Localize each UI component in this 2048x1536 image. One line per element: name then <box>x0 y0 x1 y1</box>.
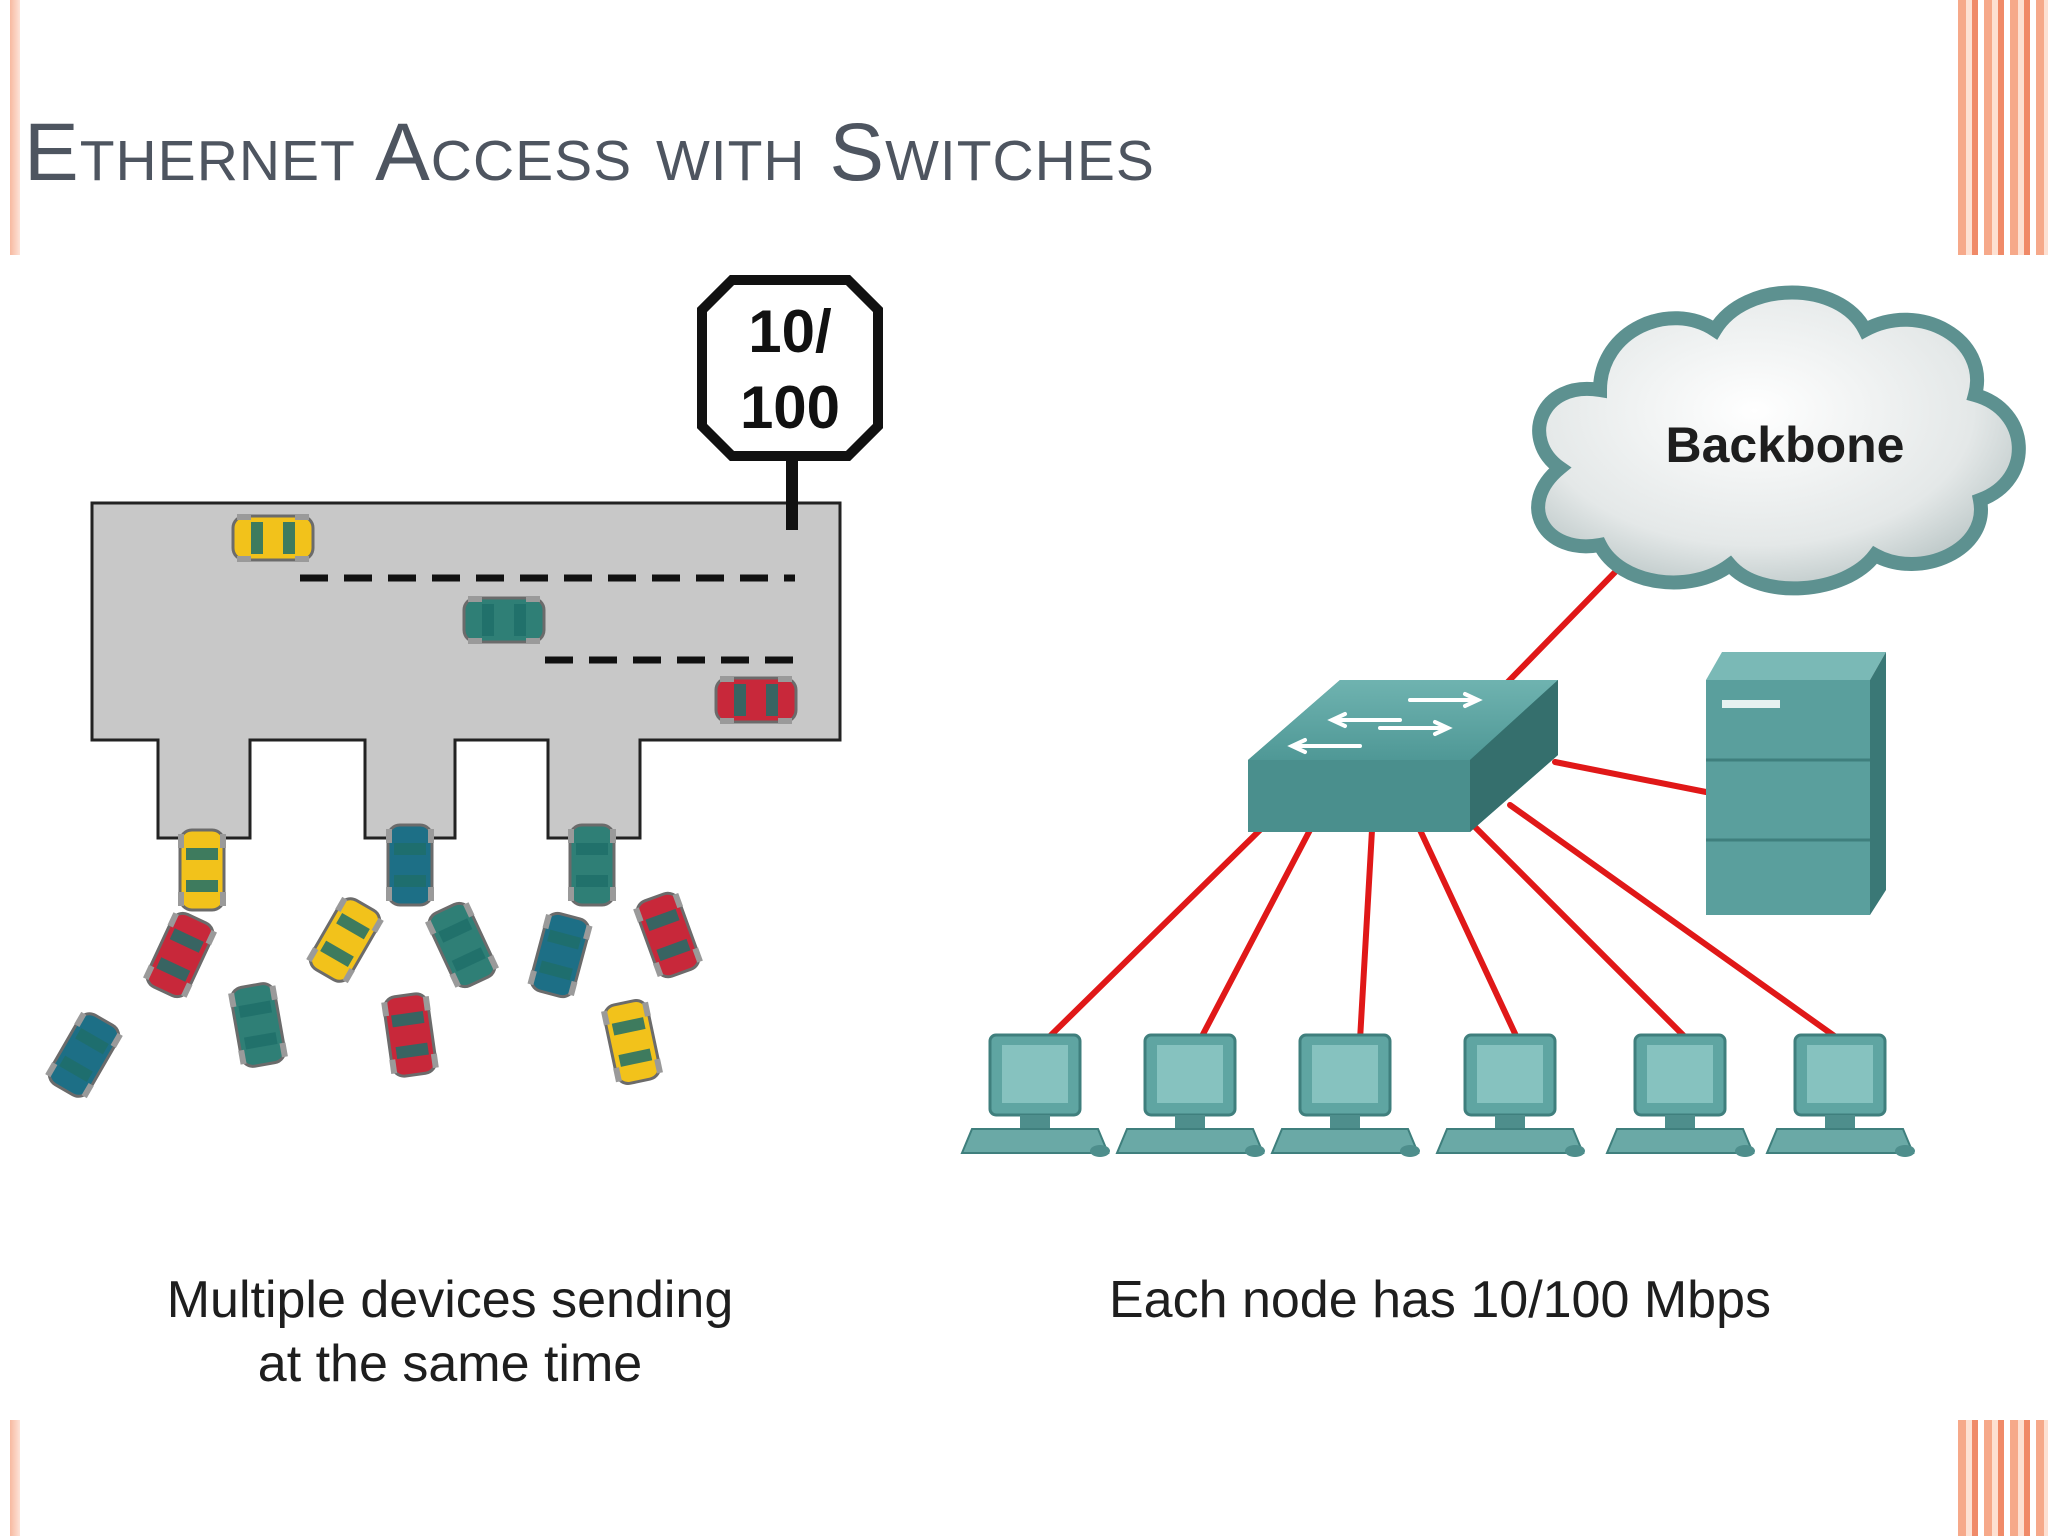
pc-node-3 <box>1270 1033 1422 1159</box>
accent-stripes-bottom-right <box>1958 1420 2048 1536</box>
car-green-queue-1 <box>566 823 618 907</box>
accent-bar-bottom-left <box>10 1420 20 1536</box>
car-yellow-queue-2 <box>302 891 388 989</box>
car-yellow-queue-3 <box>598 996 666 1088</box>
car-red-queue-3 <box>379 990 441 1080</box>
car-teal-queue-2 <box>524 908 596 1002</box>
pc-node-1 <box>960 1033 1112 1159</box>
pc-node-4 <box>1435 1033 1587 1159</box>
backbone-cloud: Backbone <box>1531 285 2026 596</box>
car-red-queue-2 <box>630 887 706 983</box>
pc-node-6 <box>1765 1033 1917 1159</box>
lane-dashes <box>300 574 795 664</box>
right-caption: Each node has 10/100 Mbps <box>1040 1268 1840 1332</box>
car-red-queue-1 <box>139 907 221 1003</box>
car-red-road <box>714 674 798 726</box>
server-tower <box>1706 652 1886 915</box>
car-green-queue-2 <box>421 897 503 993</box>
pc-node-5 <box>1605 1033 1757 1159</box>
car-yellow-road <box>231 512 315 564</box>
accent-stripes-top-right <box>1958 0 2048 255</box>
left-caption-line2: at the same time <box>257 1335 643 1393</box>
backbone-label: Backbone <box>1666 417 1905 473</box>
speed-limit-sign: 10/ 100 <box>697 275 883 530</box>
left-caption: Multiple devices sending at the same tim… <box>110 1268 790 1396</box>
car-green-road <box>462 594 546 646</box>
switch-device <box>1248 680 1558 832</box>
road-shape <box>90 501 842 840</box>
speed-sign-line2: 100 <box>740 374 840 441</box>
pc-node-2 <box>1115 1033 1267 1159</box>
car-yellow-queue-1 <box>176 828 228 912</box>
speed-sign-line1: 10/ <box>748 298 832 365</box>
link-lines <box>1043 562 1843 1043</box>
car-teal-queue-3 <box>41 1006 127 1104</box>
slide-title: Ethernet Access with Switches <box>24 107 1155 198</box>
car-green-queue-3 <box>225 979 291 1071</box>
car-teal-queue-1 <box>384 823 436 907</box>
right-caption-text: Each node has 10/100 Mbps <box>1108 1271 1772 1329</box>
accent-bar-top-left <box>10 0 20 255</box>
left-caption-line1: Multiple devices sending <box>166 1271 734 1329</box>
